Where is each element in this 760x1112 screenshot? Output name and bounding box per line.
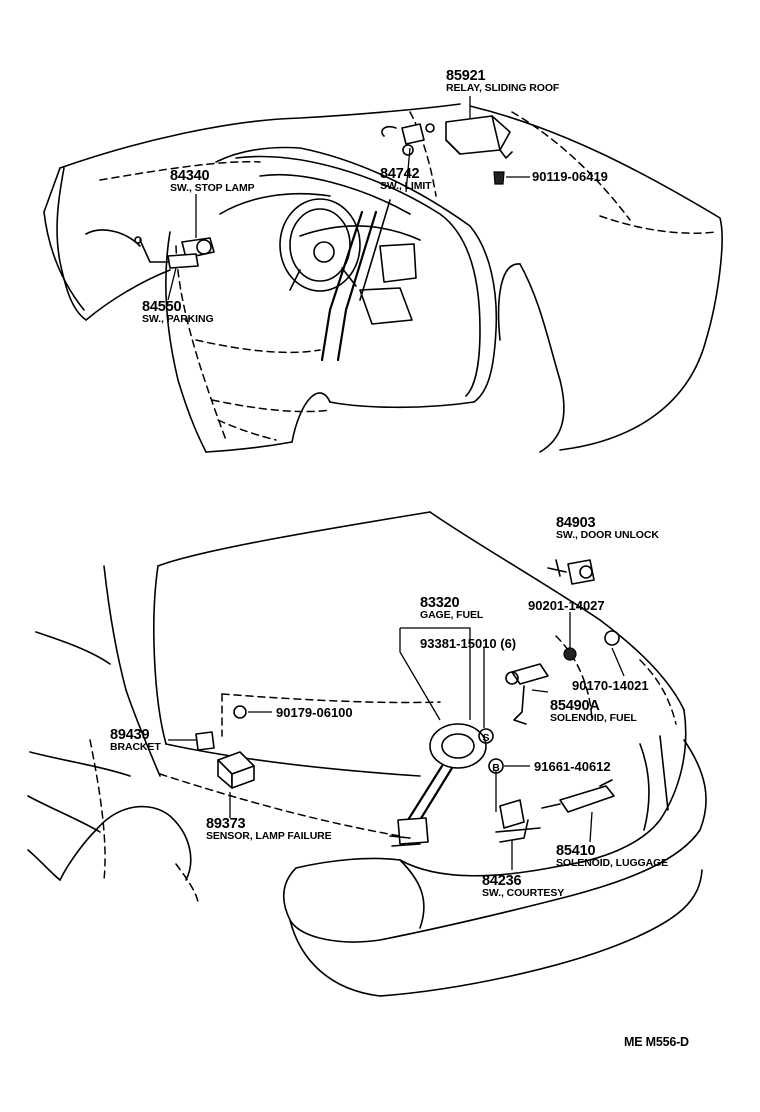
callout-84236-number: 84236 [482,873,521,889]
callout-84550-number: 84550 [142,299,181,315]
callout-93381-15010-number: 93381-15010 (6) [420,636,516,651]
callout-85921-number: 85921 [446,68,485,84]
car-interior-view [43,96,723,453]
callout-89373-desc: SENSOR, LAMP FAILURE [206,830,332,842]
callout-84340-desc: SW., STOP LAMP [170,182,255,194]
callout-89373-number: 89373 [206,816,245,832]
callout-90179-06100-number: 90179-06100 [276,705,353,720]
callout-84903-desc: SW., DOOR UNLOCK [556,529,659,541]
callout-84550-desc: SW., PARKING [142,313,214,325]
car-rear-view: S B [27,511,707,997]
callout-85921-desc: RELAY, SLIDING ROOF [446,82,560,94]
callout-83320-number: 83320 [420,595,459,611]
callout-85410-desc: SOLENOID, LUGGAGE [556,857,668,869]
luggage-solenoid-part [559,785,615,813]
callout-84236-desc: SW., COURTESY [482,887,564,899]
callout-90119-06419-number: 90119-06419 [532,169,608,184]
callout-84742-number: 84742 [380,166,419,182]
bracket-part [195,731,215,751]
callout-labels: 85921 RELAY, SLIDING ROOF 84340 SW., STO… [110,68,689,1049]
courtesy-switch-part [499,799,525,829]
marker-b-label: B [492,762,500,774]
callout-85490A-desc: SOLENOID, FUEL [550,712,637,724]
callout-85410-number: 85410 [556,843,595,859]
callout-89439-number: 89439 [110,727,149,743]
callout-90201-14027-number: 90201-14027 [528,598,605,613]
figure-code: ME M556-D [624,1035,689,1049]
callout-84742-desc: SW., LIMIT [380,180,432,192]
door-unlock-switch-part [567,559,595,585]
grommet-part [563,647,577,661]
callout-84340-number: 84340 [170,168,209,184]
callout-91661-40612-number: 91661-40612 [534,759,611,774]
callout-84903-number: 84903 [556,515,595,531]
marker-s-label: S [483,732,490,744]
parking-switch-part [167,253,199,269]
fuel-gage-part [429,723,487,769]
callout-83320-desc: GAGE, FUEL [420,609,484,621]
callout-90170-14021-number: 90170-14021 [572,678,649,693]
screw-part [493,171,505,185]
callout-85490A-number: 85490A [550,698,600,714]
callout-89439-desc: BRACKET [110,741,161,753]
marker-s-circle [478,728,494,744]
limit-switch-part [401,123,425,145]
